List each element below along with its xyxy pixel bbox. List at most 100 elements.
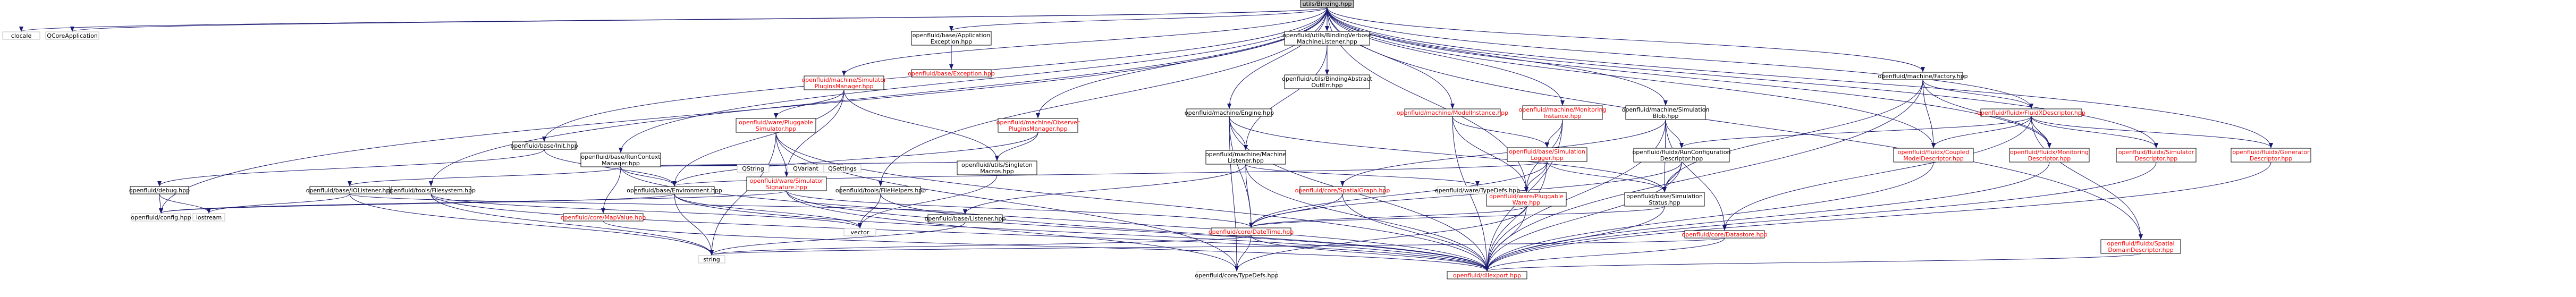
node-qvariant: QVariant bbox=[787, 164, 825, 173]
node-label: clocale bbox=[11, 32, 32, 39]
node-machlist[interactable]: openfluid/machine/MachineListener.hpp bbox=[1205, 150, 1286, 165]
node-label: OutErr.hpp bbox=[1311, 82, 1342, 89]
node-factory[interactable]: openfluid/machine/Factory.hpp bbox=[1878, 72, 1968, 80]
node-box bbox=[1684, 230, 1765, 239]
edge-root-to-engine bbox=[1227, 7, 1328, 109]
edge-runctx-to-environment bbox=[620, 166, 677, 186]
node-box bbox=[911, 69, 992, 78]
node-engine[interactable]: openfluid/machine/Engine.hpp bbox=[1185, 108, 1274, 117]
edge-fluidx-to-datastore bbox=[1722, 116, 2032, 231]
node-iostream: iostream bbox=[192, 213, 225, 222]
edge-datetime-to-string bbox=[710, 235, 1252, 256]
node-listener[interactable]: openfluid/base/Listener.hpp bbox=[925, 214, 1006, 223]
node-label: openfluid/base/Listener.hpp bbox=[925, 215, 1006, 222]
edge-root-to-mondesc bbox=[1327, 7, 2051, 148]
node-label: QCoreApplication bbox=[47, 32, 98, 39]
edge-debug-to-iostream bbox=[159, 193, 211, 214]
edge-factory-to-dllexport bbox=[1485, 79, 1923, 271]
node-runconf[interactable]: openfluid/fluidx/RunConfigurationDescrip… bbox=[1633, 148, 1731, 163]
node-filesystem[interactable]: openfluid/tools/Filesystem.hpp bbox=[386, 186, 476, 194]
node-root[interactable]: utils/Binding.hpp bbox=[1300, 0, 1354, 8]
edge-modelinst-to-simlogger bbox=[1452, 116, 1549, 148]
node-box bbox=[911, 31, 992, 46]
node-environment[interactable]: openfluid/base/Environment.hpp bbox=[627, 186, 722, 194]
node-label: Status.hpp bbox=[1649, 199, 1680, 206]
node-datetime[interactable]: openfluid/core/DateTime.hpp bbox=[1209, 227, 1294, 236]
node-box bbox=[1893, 148, 1974, 163]
node-label: openfluid/utils/BindingVerbose bbox=[1282, 32, 1372, 39]
edge-root-to-qcoreapp bbox=[70, 7, 1328, 32]
edge-datastore-to-dllexport bbox=[1485, 237, 1725, 271]
node-init[interactable]: openfluid/base/Init.hpp bbox=[510, 141, 578, 150]
node-dllexport[interactable]: openfluid/dllexport.hpp bbox=[1447, 271, 1527, 279]
node-spatialdom[interactable]: openfluid/fluidx/SpatialDomainDescriptor… bbox=[2100, 239, 2181, 254]
node-datastore[interactable]: openfluid/core/Datastore.hpp bbox=[1682, 230, 1768, 239]
edge-obsplugmgr-to-environment bbox=[672, 132, 1038, 186]
node-label: openfluid/machine/Simulator bbox=[801, 77, 886, 83]
node-label: openfluid/base/IOListener.hpp bbox=[306, 187, 394, 194]
node-bindabs[interactable]: openfluid/utils/BindingAbstractOutErr.hp… bbox=[1282, 74, 1373, 89]
edge-iolistener-to-string bbox=[349, 193, 714, 256]
node-label: openfluid/machine/Machine bbox=[1205, 151, 1286, 158]
edge-plugsim-to-dllexport bbox=[775, 132, 1489, 271]
edge-machlist-to-datetime bbox=[1245, 164, 1253, 228]
node-box bbox=[2009, 148, 2090, 163]
node-label: openfluid/machine/Simulation bbox=[1622, 106, 1710, 113]
node-label: openfluid/base/RunContext bbox=[581, 154, 661, 160]
node-debug[interactable]: openfluid/debug.hpp bbox=[129, 186, 190, 194]
node-label: QString bbox=[742, 165, 764, 172]
edge-root-to-modelinst bbox=[1327, 7, 1455, 109]
edge-environment-to-vector bbox=[674, 193, 862, 228]
node-label: openfluid/core/DateTime.hpp bbox=[1209, 228, 1294, 235]
edge-obsplugmgr-to-singleton bbox=[995, 132, 1038, 161]
node-label: openfluid/machine/Engine.hpp bbox=[1185, 109, 1274, 116]
node-box bbox=[1196, 271, 1277, 279]
node-mapvalue[interactable]: openfluid/core/MapValue.hpp bbox=[561, 213, 646, 222]
edge-bindverb-to-machlist bbox=[1244, 45, 1328, 150]
node-modelinst[interactable]: openfluid/machine/ModelInstance.hpp bbox=[1397, 108, 1508, 117]
edge-simblob-to-datastore bbox=[1665, 119, 1727, 231]
node-label: openfluid/machine/ModelInstance.hpp bbox=[1397, 109, 1508, 116]
node-label: Signature.hpp bbox=[766, 184, 807, 191]
node-label: Descriptor.hpp bbox=[2250, 155, 2293, 162]
node-box bbox=[1507, 147, 1587, 162]
edge-environment-to-config bbox=[159, 193, 675, 214]
edge-simlogger-to-simstatus bbox=[1547, 161, 1667, 192]
edge-root-to-filesystem bbox=[429, 7, 1328, 186]
node-fluidx[interactable]: openfluid/fluidx/FluidXDescriptor.hpp bbox=[1977, 108, 2085, 117]
node-spatialgraph[interactable]: openfluid/core/SpatialGraph.hpp bbox=[1295, 186, 1390, 194]
node-coupled[interactable]: openfluid/fluidx/CoupledModelDescriptor.… bbox=[1893, 148, 1974, 163]
edge-iolistener-to-iostream bbox=[207, 193, 350, 214]
edge-datastore-to-string bbox=[710, 237, 1725, 256]
node-label: Simulator.hpp bbox=[756, 125, 797, 132]
node-label: Logger.hpp bbox=[1531, 155, 1563, 162]
node-obsplugmgr[interactable]: openfluid/machine/ObserverPluginsManager… bbox=[996, 118, 1080, 133]
node-box bbox=[1633, 148, 1730, 163]
node-iolistener[interactable]: openfluid/base/IOListener.hpp bbox=[306, 186, 394, 194]
node-label: Macros.hpp bbox=[980, 168, 1013, 175]
node-box bbox=[746, 176, 827, 191]
node-simplugmgr[interactable]: openfluid/machine/SimulatorPluginsManage… bbox=[801, 75, 886, 90]
node-box bbox=[45, 31, 99, 40]
node-label: openfluid/fluidx/Coupled bbox=[1898, 149, 1969, 156]
node-box bbox=[2, 31, 40, 40]
node-exc[interactable]: openfluid/base/Exception.hpp bbox=[908, 69, 995, 78]
edge-fluidx-to-mondesc bbox=[2031, 116, 2051, 148]
node-box bbox=[309, 186, 390, 194]
edge-root-to-coupled bbox=[1327, 7, 1936, 148]
node-mondesc[interactable]: openfluid/fluidx/MonitoringDescriptor.hp… bbox=[2009, 148, 2090, 163]
node-bindverb[interactable]: openfluid/utils/BindingVerboseMachineLis… bbox=[1282, 31, 1372, 46]
node-filehelpers[interactable]: openfluid/tools/FileHelpers.hpp bbox=[835, 186, 926, 194]
